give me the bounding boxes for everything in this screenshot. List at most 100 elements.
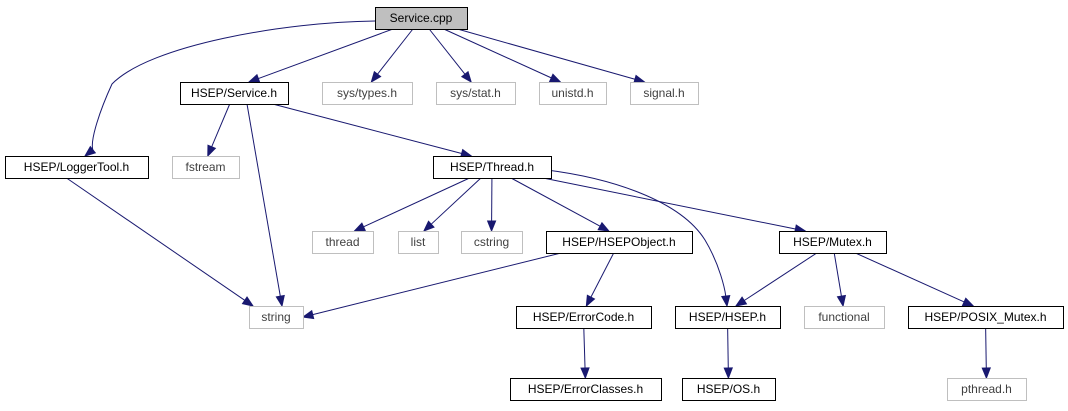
- edge-hsep-thread-h-to-thread: [353, 177, 470, 232]
- node-label: HSEP/ErrorClasses.h: [528, 382, 643, 396]
- edge-line: [542, 177, 796, 230]
- node-hsep-errorcode-h[interactable]: HSEP/ErrorCode.h: [516, 306, 652, 329]
- arrowhead-icon: [961, 297, 975, 307]
- edge-hsep-service-h-to-fstream: [207, 103, 231, 158]
- node-box: [398, 231, 439, 254]
- edge-hsep-thread-h-to-cstring: [486, 177, 497, 233]
- node-box: [172, 156, 240, 179]
- node-label: unistd.h: [551, 86, 593, 100]
- edge-hsep-thread-h-to-hsep-hsep-h: [546, 169, 731, 308]
- edge-line: [377, 28, 414, 75]
- edge-line: [363, 177, 470, 228]
- node-cstring: cstring: [461, 231, 523, 254]
- node-box: [908, 306, 1064, 329]
- node-label: HSEP/POSIX_Mutex.h: [924, 310, 1046, 324]
- node-box: [180, 82, 289, 105]
- node-label: HSEP/LoggerTool.h: [24, 160, 129, 174]
- edge-hsep-mutex-h-to-hsep-posix-mutex-h: [855, 252, 975, 307]
- node-box: [375, 7, 468, 30]
- node-label: HSEP/OS.h: [697, 382, 760, 396]
- node-box: [249, 306, 304, 329]
- edge-line: [743, 252, 818, 301]
- edge-line: [510, 177, 601, 227]
- node-label: list: [411, 235, 426, 249]
- arrowhead-icon: [422, 220, 435, 232]
- edge-service-cpp-to-sys-stat-h: [428, 28, 472, 84]
- arrowhead-icon: [597, 221, 611, 232]
- node-box: [5, 156, 149, 179]
- edge-service-cpp-to-hsep-loggertool-h: [83, 20, 376, 157]
- edge-line: [443, 28, 552, 79]
- edge-line: [66, 177, 246, 301]
- node-label: HSEP/Thread.h: [450, 160, 534, 174]
- node-box: [804, 306, 885, 329]
- node-label: HSEP/ErrorCode.h: [533, 310, 634, 324]
- edge-line: [258, 28, 394, 80]
- edge-line: [246, 103, 281, 297]
- node-box: [630, 82, 699, 105]
- node-label: pthread.h: [961, 382, 1012, 396]
- node-hsep-hsep-h[interactable]: HSEP/HSEP.h: [675, 306, 781, 329]
- node-label: Service.cpp: [390, 11, 453, 25]
- arrowhead-icon: [207, 144, 217, 158]
- edge-hsep-hsepobject-h-to-hsep-errorcode-h: [585, 252, 615, 308]
- arrowhead-icon: [247, 73, 261, 83]
- arrowhead-icon: [83, 145, 97, 157]
- node-box: [947, 378, 1027, 401]
- node-sys-stat-h: sys/stat.h: [436, 82, 516, 105]
- node-hsep-errorclasses-h[interactable]: HSEP/ErrorClasses.h: [510, 378, 662, 401]
- edge-line: [985, 327, 987, 369]
- node-hsep-hsepobject-h[interactable]: HSEP/HSEPObject.h: [546, 231, 693, 254]
- arrowhead-icon: [275, 294, 285, 308]
- edge-service-cpp-to-signal-h: [457, 28, 646, 84]
- node-list: list: [398, 231, 439, 254]
- edge-hsep-thread-h-to-list: [422, 177, 482, 232]
- arrowhead-icon: [301, 309, 315, 320]
- edge-line: [583, 327, 586, 369]
- node-hsep-service-h[interactable]: HSEP/Service.h: [180, 82, 289, 105]
- node-box: [461, 231, 523, 254]
- node-sys-types-h: sys/types.h: [322, 82, 413, 105]
- arrowhead-icon: [353, 222, 366, 232]
- node-functional: functional: [804, 306, 885, 329]
- edge-hsep-hsepobject-h-to-string: [301, 252, 562, 320]
- node-string: string: [249, 306, 304, 329]
- node-box: [436, 82, 516, 105]
- node-box: [546, 231, 693, 254]
- arrowhead-icon: [836, 294, 847, 308]
- node-hsep-os-h[interactable]: HSEP/OS.h: [682, 378, 776, 401]
- node-hsep-posix-mutex-h[interactable]: HSEP/POSIX_Mutex.h: [908, 306, 1064, 329]
- node-label: signal.h: [643, 86, 684, 100]
- edge-layer: [66, 20, 991, 380]
- node-box: [312, 231, 374, 254]
- node-fstream: fstream: [172, 156, 240, 179]
- node-signal-h: signal.h: [630, 82, 699, 105]
- edge-hsep-mutex-h-to-hsep-hsep-h: [734, 252, 818, 307]
- edge-service-cpp-to-hsep-service-h: [247, 28, 394, 83]
- node-box: [539, 82, 607, 105]
- edge-service-cpp-to-unistd-h: [443, 28, 562, 83]
- arrowhead-icon: [720, 294, 731, 308]
- edge-line: [855, 252, 965, 303]
- node-box: [682, 378, 776, 401]
- node-label: HSEP/Service.h: [191, 86, 277, 100]
- node-box: [510, 378, 662, 401]
- node-hsep-mutex-h[interactable]: HSEP/Mutex.h: [779, 231, 887, 254]
- edge-hsep-thread-h-to-hsep-mutex-h: [542, 177, 807, 234]
- arrowhead-icon: [370, 70, 382, 84]
- node-hsep-loggertool-h[interactable]: HSEP/LoggerTool.h: [5, 156, 149, 179]
- edge-line: [727, 327, 729, 369]
- edge-line: [590, 252, 615, 298]
- node-service-cpp: Service.cpp: [375, 7, 468, 30]
- node-label: cstring: [474, 235, 509, 249]
- edge-hsep-service-h-to-string: [246, 103, 285, 308]
- node-hsep-thread-h[interactable]: HSEP/Thread.h: [433, 156, 552, 179]
- node-box: [322, 82, 413, 105]
- node-unistd-h: unistd.h: [539, 82, 607, 105]
- edge-line: [430, 177, 482, 225]
- edge-line: [546, 169, 727, 297]
- node-label: HSEP/Mutex.h: [793, 235, 872, 249]
- node-label: sys/stat.h: [450, 86, 501, 100]
